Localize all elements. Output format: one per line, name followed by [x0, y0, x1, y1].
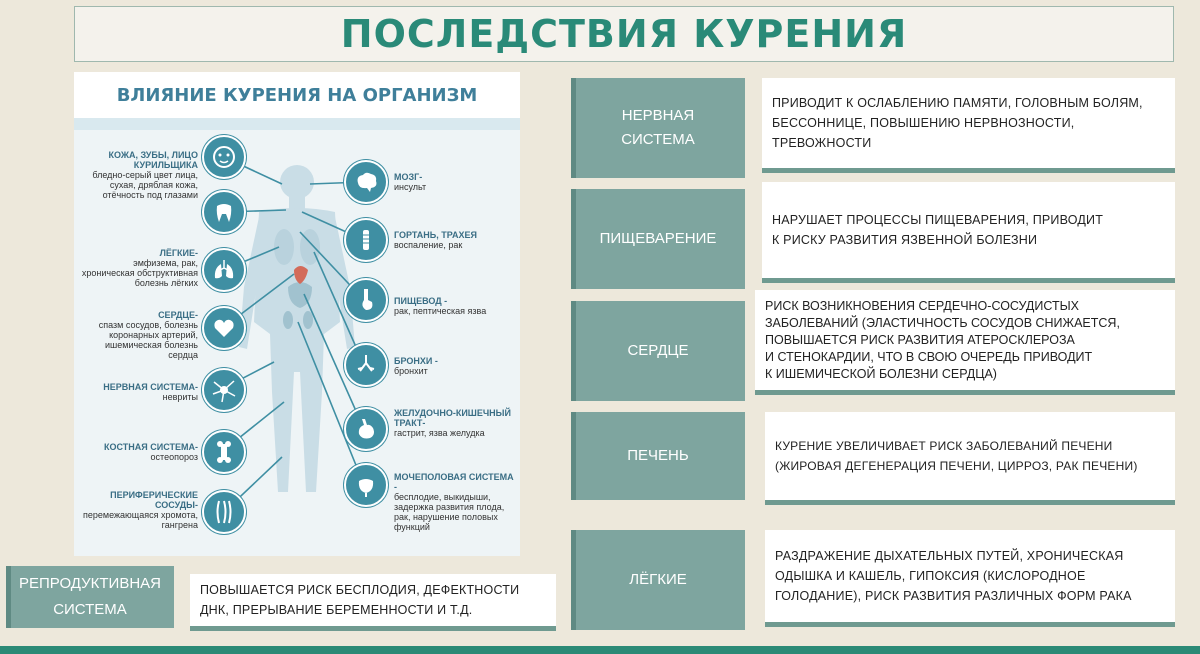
- heart-icon: [202, 306, 246, 350]
- desc-lungs: РАЗДРАЖЕНИЕ ДЫХАТЕЛЬНЫХ ПУТЕЙ, ХРОНИЧЕСК…: [765, 530, 1175, 622]
- label-vessels: ПЕРИФЕРИЧЕСКИЕ СОСУДЫ-перемежающаяся хро…: [83, 490, 198, 530]
- desc-liver: КУРЕНИЕ УВЕЛИЧИВАЕТ РИСК ЗАБОЛЕВАНИЙ ПЕЧ…: [765, 412, 1175, 500]
- label-brain: МОЗГ-инсульт: [394, 172, 427, 192]
- infographic-panel: ВЛИЯНИЕ КУРЕНИЯ НА ОРГАНИЗМ: [74, 72, 520, 556]
- category-liver: ПЕЧЕНЬ: [571, 412, 745, 500]
- label-stomach: ЖЕЛУДОЧНО-КИШЕЧНЫЙ ТРАКТ-гастрит, язва ж…: [394, 408, 511, 438]
- esophagus-icon: [344, 278, 388, 322]
- underline-nervous: [762, 168, 1175, 173]
- tooth-icon: [202, 190, 246, 234]
- underline-liver: [765, 500, 1175, 505]
- lungs-icon: [202, 248, 246, 292]
- infographic-strip: [74, 118, 520, 130]
- title-box: ПОСЛЕДСТВИЯ КУРЕНИЯ: [74, 6, 1174, 62]
- neuron-icon: [202, 368, 246, 412]
- bladder-icon: [344, 463, 388, 507]
- vessels-icon: [202, 490, 246, 534]
- desc-nervous-system: ПРИВОДИТ К ОСЛАБЛЕНИЮ ПАМЯТИ, ГОЛОВНЫМ Б…: [762, 78, 1175, 168]
- label-nervous: НЕРВНАЯ СИСТЕМА-невриты: [103, 382, 198, 402]
- category-digestion: ПИЩЕВАРЕНИЕ: [571, 189, 745, 289]
- label-heart: СЕРДЦЕ-спазм сосудов, болезнь коронарных…: [98, 310, 198, 360]
- label-esophagus: ПИЩЕВОД -рак, пептическая язва: [394, 296, 487, 316]
- underline-lungs: [765, 622, 1175, 627]
- label-bone: КОСТНАЯ СИСТЕМА-остеопороз: [104, 442, 198, 462]
- underline-reproductive: [190, 626, 556, 631]
- bottom-bar: [0, 646, 1200, 654]
- brain-icon: [344, 160, 388, 204]
- label-urogenital: МОЧЕПОЛОВАЯ СИСТЕМА -бесплодие, выкидыши…: [394, 472, 514, 532]
- bone-icon: [202, 430, 246, 474]
- infographic-title: ВЛИЯНИЕ КУРЕНИЯ НА ОРГАНИЗМ: [74, 72, 520, 118]
- human-body-illustration: [223, 156, 365, 513]
- category-heart: СЕРДЦЕ: [571, 301, 745, 401]
- underline-digestion: [762, 278, 1175, 283]
- face-icon: [202, 135, 246, 179]
- trachea-icon: [344, 218, 388, 262]
- underline-heart: [755, 390, 1175, 395]
- page-title: ПОСЛЕДСТВИЯ КУРЕНИЯ: [340, 12, 908, 56]
- bronchi-icon: [344, 343, 388, 387]
- label-bronchi: БРОНХИ -бронхит: [394, 356, 438, 376]
- label-lungs: ЛЁГКИЕ-эмфизема, рак, хроническая обстру…: [81, 248, 198, 288]
- category-lungs: ЛЁГКИЕ: [571, 530, 745, 630]
- stomach-icon: [344, 407, 388, 451]
